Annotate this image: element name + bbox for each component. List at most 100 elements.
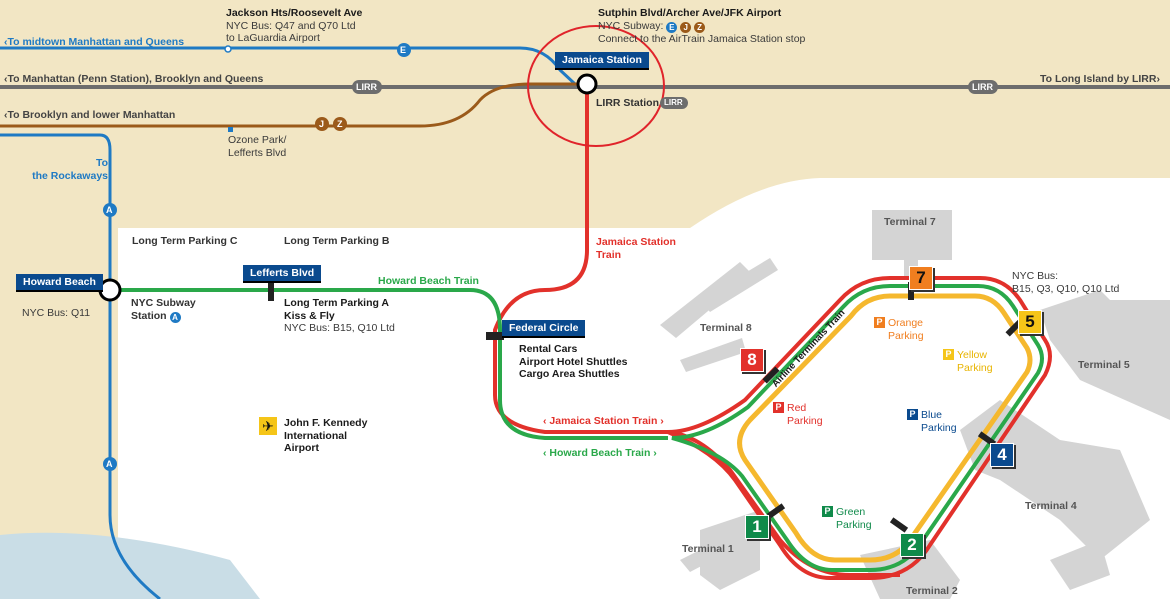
terminal-7-marker[interactable]: 7 — [909, 266, 933, 290]
jamaica-bay-water — [0, 532, 260, 599]
long-term-a-bus: NYC Bus: B15, Q10 Ltd — [284, 322, 395, 334]
jfk-line1: John F. Kennedy — [284, 417, 368, 429]
to-manhattan-penn-label[interactable]: ‹To Manhattan (Penn Station), Brooklyn a… — [4, 73, 264, 85]
j-badge-icon — [315, 117, 329, 131]
lirr-station-badge-label: LIRR — [664, 98, 683, 107]
jamaica-station-box[interactable]: Jamaica Station — [555, 52, 649, 70]
terminal-1-label: Terminal 1 — [682, 543, 734, 555]
lirr-badge-right — [968, 80, 998, 94]
to-rockaways-line1: To — [95, 157, 108, 169]
jz-train-line — [0, 82, 578, 128]
jamaica-train-line1: Jamaica Station — [596, 236, 676, 248]
jamaica-train-line2: Train — [596, 248, 622, 261]
green-parking-line2: Parking — [836, 518, 872, 531]
terminal-4-label: Terminal 4 — [1025, 500, 1077, 512]
to-midtown-label[interactable]: ‹To midtown Manhattan and Queens — [4, 36, 185, 48]
red-parking-line1: Red — [787, 402, 807, 414]
lirr-station-label: LIRR Station — [596, 97, 659, 109]
terminal-buildings — [660, 210, 1170, 599]
lirr-badge-label-left: LIRR — [356, 82, 377, 92]
hotel-shuttles-label: Airport Hotel Shuttles — [519, 355, 628, 368]
a-train-line — [0, 133, 161, 599]
ozone-park-stop-icon — [228, 127, 233, 132]
jfk-airport-label: John F. Kennedy International Airport — [284, 417, 367, 455]
parking-p-icon: P — [874, 317, 885, 328]
yellow-parking-line1: Yellow — [957, 349, 987, 361]
to-rockaways-label[interactable]: To the Rockaways — [30, 157, 108, 182]
sutphin-info: Sutphin Blvd/Archer Ave/JFK Airport NYC … — [598, 7, 805, 45]
long-term-parking-b: Long Term Parking B — [284, 235, 390, 247]
parking-p-icon: P — [943, 349, 954, 360]
e-badge-small-icon: E — [666, 21, 678, 33]
terminal-5-marker[interactable]: 5 — [1018, 310, 1042, 334]
long-term-a-title: Long Term Parking A — [284, 297, 390, 309]
terminal5-bus-line1: NYC Bus: — [1012, 270, 1059, 282]
sutphin-subway-prefix: NYC Subway: — [598, 19, 664, 32]
orange-parking-line1: Orange — [888, 317, 924, 329]
jackson-hts-title: Jackson Hts/Roosevelt Ave — [226, 7, 363, 19]
green-parking-line1: Green — [836, 506, 866, 518]
lirr-badge-label-right: LIRR — [972, 82, 993, 92]
long-term-parking-c: Long Term Parking C — [132, 235, 238, 247]
terminal-8-label: Terminal 8 — [700, 322, 752, 334]
j-badge-small-icon: J — [680, 21, 692, 33]
z-badge-label: Z — [337, 119, 343, 129]
to-midtown-text: To midtown Manhattan and Queens — [7, 36, 185, 48]
jackson-hts-info: Jackson Hts/Roosevelt Ave NYC Bus: Q47 a… — [226, 7, 362, 45]
to-brooklyn-text: To Brooklyn and lower Manhattan — [7, 109, 176, 121]
z-badge-icon — [333, 117, 347, 131]
terminal5-bus-line2: B15, Q3, Q10, Q10 Ltd — [1012, 282, 1120, 295]
terminal-8-marker[interactable]: 8 — [740, 348, 764, 372]
terminal-2-marker[interactable]: 2 — [900, 533, 924, 557]
airtrain-howard-beach-line — [110, 288, 668, 440]
j-badge-label: J — [319, 119, 325, 129]
parking-p-icon: P — [822, 506, 833, 517]
lefferts-blvd-box[interactable]: Lefferts Blvd — [243, 265, 322, 283]
orange-parking-line2: Parking — [888, 329, 924, 342]
jfk-line3: Airport — [284, 442, 319, 454]
jackson-hts-bus: NYC Bus: Q47 and Q70 Ltd — [226, 19, 356, 32]
red-parking-line2: Parking — [787, 414, 823, 427]
a-badge-icon-lower — [103, 457, 117, 471]
ozone-park-line2: Lefferts Blvd — [228, 146, 287, 159]
to-brooklyn-label[interactable]: ‹To Brooklyn and lower Manhattan — [4, 109, 176, 121]
federal-circle-stop-marker — [486, 332, 504, 340]
z-badge-small-icon: Z — [694, 21, 706, 33]
a-badge-label: A — [106, 205, 113, 215]
kiss-fly-label: Kiss & Fly — [284, 309, 335, 322]
to-manhattan-penn-text: To Manhattan (Penn Station), Brooklyn an… — [7, 73, 264, 85]
airport-grounds — [118, 178, 1170, 599]
parking-p-icon: P — [907, 409, 918, 420]
blue-parking-line2: Parking — [921, 421, 957, 434]
parking-p-icon: P — [773, 402, 784, 413]
e-badge-icon — [397, 43, 411, 57]
terminal-4-marker[interactable]: 4 — [990, 443, 1014, 467]
to-long-island-label[interactable]: To Long Island by LIRR› — [1040, 73, 1160, 85]
federal-circle-box[interactable]: Federal Circle — [502, 320, 586, 338]
ozone-park-line1: Ozone Park/ — [228, 134, 287, 146]
howard-beach-train-label: Howard Beach Train — [378, 275, 479, 287]
nyc-subway-line1: NYC Subway — [131, 297, 196, 309]
howard-beach-train-arrows-label: ‹ Howard Beach Train › — [543, 447, 657, 459]
terminal-7-label: Terminal 7 — [884, 216, 936, 228]
a-badge-small-icon: A — [169, 311, 181, 323]
e-badge-label: E — [400, 45, 407, 55]
terminal-5-label: Terminal 5 — [1078, 359, 1130, 371]
howard-beach-box[interactable]: Howard Beach — [16, 274, 103, 292]
blue-parking-line1: Blue — [921, 409, 943, 421]
sutphin-connect: Connect to the AirTrain Jamaica Station … — [598, 32, 806, 45]
yellow-parking-line2: Parking — [957, 361, 993, 374]
long-term-parking-a-info: Long Term Parking A Kiss & Fly NYC Bus: … — [284, 297, 395, 335]
sutphin-subway: NYC Subway: E J Z — [598, 20, 805, 33]
a-badge-icon — [103, 203, 117, 217]
lirr-station-badge — [660, 97, 688, 109]
terminal-1-marker[interactable]: 1 — [745, 515, 769, 539]
lefferts-stop-marker — [268, 283, 274, 301]
jamaica-station-train-label: Jamaica Station Train — [596, 236, 676, 261]
